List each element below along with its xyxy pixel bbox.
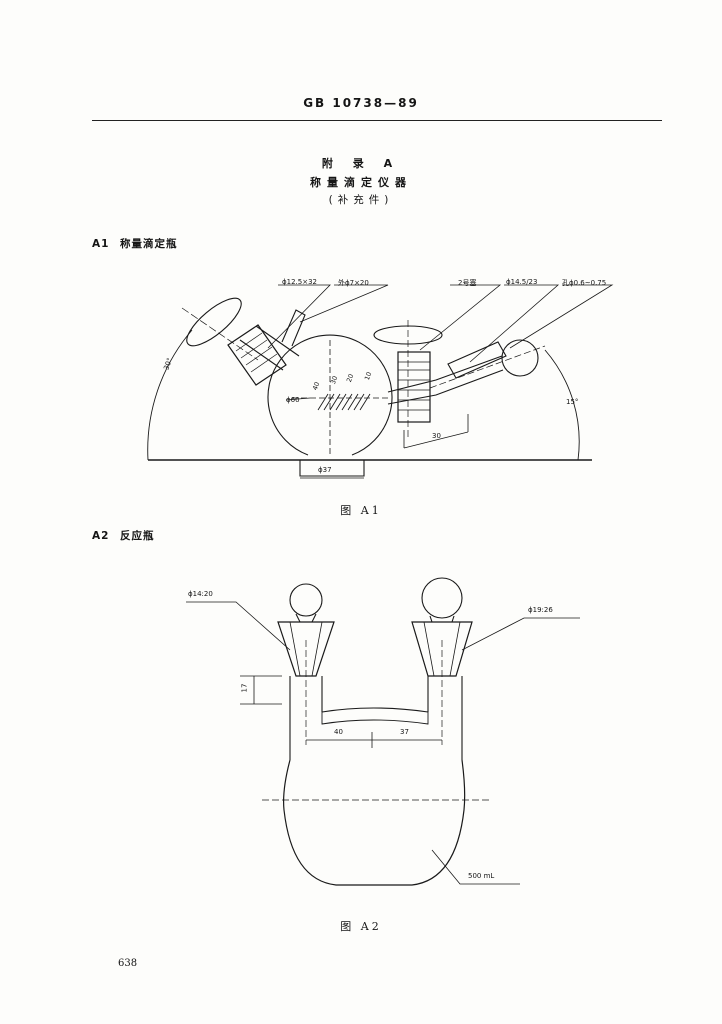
flask-body (283, 759, 466, 886)
label-angle-right: 15° (566, 398, 579, 406)
right-stopper-neck (429, 615, 455, 623)
bridge-top (321, 707, 429, 713)
left-socket (277, 621, 335, 677)
graduation-ticks (317, 393, 371, 411)
right-leader (461, 617, 580, 651)
label-outer-tube: 外ϕ7×20 (338, 279, 369, 287)
base-foot (299, 460, 365, 477)
figure-a2-drawing (186, 577, 580, 886)
label-spacing-left: 40 (334, 728, 343, 736)
label-base-dia: ϕ37 (318, 466, 332, 474)
left-ground-joint (227, 324, 287, 386)
dim-30-line (403, 414, 469, 449)
angle-arc-right (544, 349, 580, 461)
page-number: 638 (118, 958, 138, 969)
left-axis (181, 307, 259, 361)
left-leader (186, 601, 291, 651)
label-height: 17 (240, 683, 249, 693)
round-bulb (267, 334, 393, 456)
necks (289, 676, 463, 760)
section-title: 称量滴定瓶 (120, 238, 178, 250)
angle-arc-left (147, 329, 193, 461)
left-stopper-ball (289, 583, 323, 617)
column-hatching (398, 361, 430, 411)
label-dim-30: 30 (432, 432, 441, 440)
right-socket (411, 621, 473, 677)
right-stopper-column (397, 351, 431, 423)
side-axis (429, 345, 546, 389)
section-heading-a1: A1 称量滴定瓶 (92, 236, 178, 251)
appendix-subtitle: (补充件) (328, 194, 394, 206)
bridge-inner (321, 712, 429, 725)
right-stopper-ball (421, 577, 463, 619)
label-bulb-dia: ϕ60 (286, 396, 300, 404)
standard-number: GB 10738—89 (303, 96, 419, 110)
volume-leader (431, 849, 520, 885)
right-joint-lines (423, 621, 461, 677)
side-joint (447, 341, 507, 379)
appendix-label: 附 录 A (321, 157, 401, 170)
label-stopper-joint: ϕ12.5×32 (282, 278, 317, 286)
label-right-joint: ϕ19:26 (528, 606, 553, 614)
figure-a1-drawing (147, 284, 614, 479)
end-bulb (501, 339, 539, 377)
label-hole: 孔ϕ0.6~0.75 (562, 279, 607, 287)
figure-a2-caption: 图 A2 (340, 920, 382, 933)
leader-lines (267, 284, 614, 401)
left-joint-lines (289, 621, 323, 677)
section-number: A1 (92, 238, 110, 250)
figure-a1-caption: 图 A1 (340, 504, 382, 517)
outer-tube (281, 309, 306, 347)
section-heading-a2: A2 反应瓶 (92, 528, 155, 543)
right-arm (387, 355, 504, 405)
label-spacing-right: 37 (400, 728, 409, 736)
section-number: A2 (92, 530, 110, 542)
header-rule (92, 120, 662, 121)
label-stopper-no: 2号塞 (458, 279, 477, 287)
section-title: 反应瓶 (120, 530, 155, 542)
left-neck (239, 325, 300, 371)
height-dim (240, 675, 282, 705)
left-stopper-head (186, 297, 242, 347)
label-left-joint: ϕ14:20 (188, 590, 213, 598)
left-stopper-neck (295, 613, 317, 623)
label-volume: 500 mL (468, 872, 495, 880)
label-side-joint: ϕ14.5/23 (506, 278, 538, 286)
appendix-title: 称量滴定仪器 (310, 176, 412, 189)
